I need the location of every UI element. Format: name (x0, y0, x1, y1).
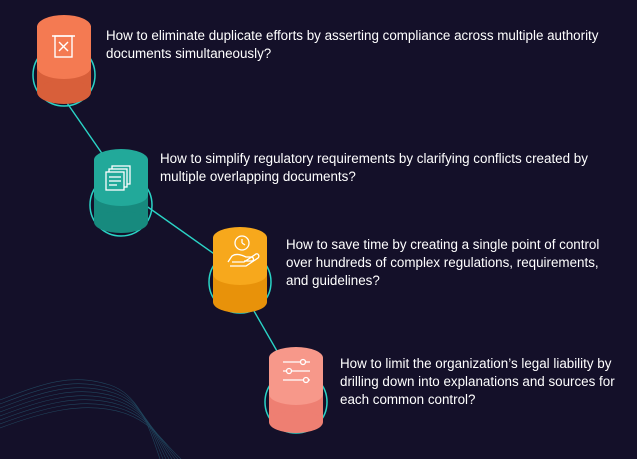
step-4-node (264, 347, 328, 434)
step-1-node (32, 15, 96, 107)
stacked-documents-icon (105, 165, 131, 191)
step-3-node (208, 227, 272, 314)
sliders-icon (283, 358, 310, 384)
step-1-text: How to eliminate duplicate efforts by as… (106, 28, 599, 61)
decorative-wave (0, 379, 182, 459)
step-3-text: How to save time by creating a single po… (286, 237, 600, 288)
clock-hand-icon (227, 235, 260, 267)
step-4-text: How to limit the organization’s legal li… (340, 356, 615, 407)
step-2-text: How to simplify regulatory requirements … (160, 151, 588, 184)
step-3-top (213, 263, 267, 285)
step-4-top (269, 383, 323, 405)
document-x-icon (52, 35, 75, 58)
step-2-node (89, 149, 153, 237)
connector-2-3 (134, 197, 221, 259)
